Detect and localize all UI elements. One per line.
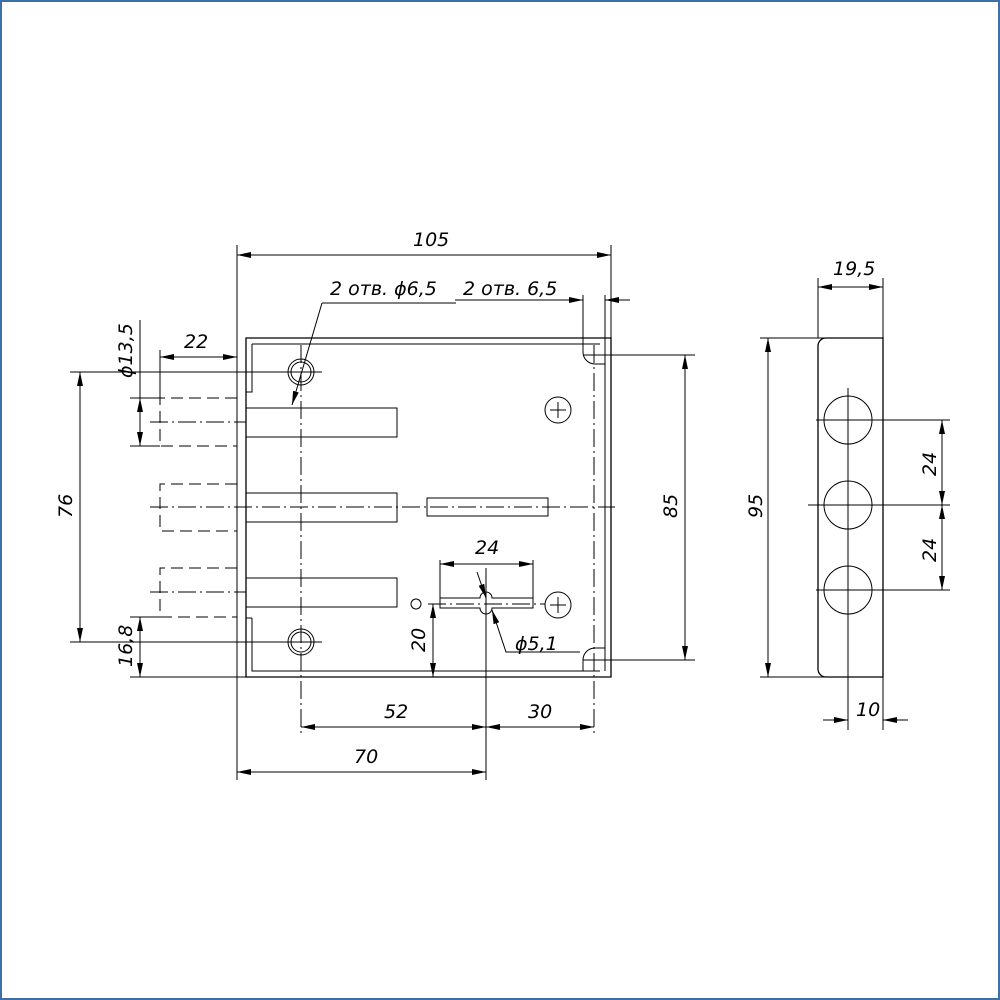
dim-side-center-offset: 10 (856, 699, 880, 721)
dimensions-front (70, 245, 695, 780)
keyhole (410, 568, 545, 780)
dim-bottom-offset: 16,8 (115, 625, 137, 667)
dim-side-pitch-top: 24 (919, 452, 941, 476)
dimension-labels-front: 105 22 ϕ13,5 76 16,8 85 20 52 30 70 24 ϕ… (55, 229, 682, 768)
dim-bolt-projection: 22 (184, 331, 208, 353)
dim-bolt-span: 76 (55, 494, 77, 518)
note-holes-slot: 2 отв. 6,5 (463, 278, 557, 300)
dim-width: 105 (413, 229, 449, 251)
dim-keyhole-width: 24 (475, 537, 499, 559)
bolts (150, 397, 615, 618)
dim-keyhole-diameter: ϕ5,1 (515, 633, 558, 655)
dim-height: 85 (660, 494, 682, 518)
dim-hole-to-key: 70 (354, 746, 378, 768)
dim-bolt-diameter: ϕ13,5 (115, 323, 137, 378)
dim-keyhole-right: 30 (528, 701, 552, 723)
dim-side-height: 95 (745, 494, 767, 518)
side-view: 19,5 95 24 24 10 (745, 258, 950, 730)
dim-side-pitch-bottom: 24 (919, 538, 941, 562)
screw-icon (544, 396, 572, 619)
note-holes-round: 2 отв. ϕ6,5 (330, 278, 437, 300)
dim-keyhole-height: 20 (408, 628, 430, 652)
dim-side-thickness: 19,5 (833, 258, 875, 280)
lock-body (245, 337, 612, 735)
dim-backset: 52 (384, 701, 408, 723)
